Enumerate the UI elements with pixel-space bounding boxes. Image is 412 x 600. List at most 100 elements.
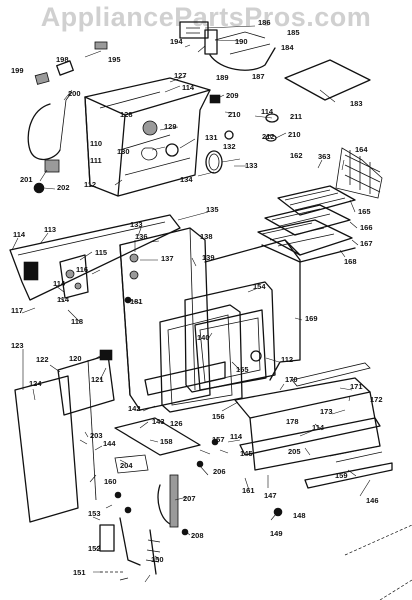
part-label: 206	[213, 467, 226, 476]
part-label: 145	[240, 449, 253, 458]
watermark: AppliancePartsPros.com	[40, 2, 372, 32]
part-label: 184	[281, 43, 294, 52]
part-label: 155	[236, 365, 249, 374]
part-label: 114	[53, 279, 66, 288]
part-label: 114	[230, 432, 243, 441]
part-label: 149	[270, 529, 283, 538]
part-label: 111	[90, 156, 102, 165]
mid-right-hardware	[205, 113, 279, 174]
part-label: 114	[312, 423, 325, 432]
part-label: 144	[103, 439, 116, 448]
part-label: 170	[285, 375, 298, 384]
part-label: 127	[174, 71, 187, 80]
part-label: 124	[29, 379, 42, 388]
part-label: 209	[226, 91, 239, 100]
part-label: 122	[36, 355, 49, 364]
top-panel-183	[284, 59, 371, 101]
part-label: 173	[320, 407, 333, 416]
part-label: 121	[91, 375, 104, 384]
part-label: 178	[286, 417, 299, 426]
part-label: 130	[117, 147, 130, 156]
part-label: 164	[355, 145, 368, 154]
part-label: 189	[216, 73, 229, 82]
part-label: 147	[264, 491, 277, 500]
part-label: 194	[170, 37, 183, 46]
part-label: 167	[360, 239, 373, 248]
part-label: 186	[258, 18, 271, 27]
part-label: 202	[57, 183, 70, 192]
part-label: 113	[44, 225, 57, 234]
part-label: 204	[120, 461, 133, 470]
part-label: 143	[152, 417, 165, 426]
part-label: 118	[71, 317, 84, 326]
part-label: 201	[20, 175, 33, 184]
part-label: 162	[290, 151, 303, 160]
top-left-hardware	[27, 41, 108, 194]
part-label: 146	[366, 496, 379, 505]
part-label: 205	[288, 447, 301, 456]
part-label: 190	[235, 37, 248, 46]
part-label: 168	[344, 257, 357, 266]
part-label: 114	[57, 295, 70, 304]
part-label: 154	[253, 282, 266, 291]
part-label: 198	[56, 55, 69, 64]
part-label: 203	[90, 431, 103, 440]
part-label: 212	[262, 132, 275, 141]
part-label: 187	[252, 72, 265, 81]
part-label: 161	[242, 486, 255, 495]
part-label: 158	[160, 437, 173, 446]
part-label: 152	[88, 544, 101, 553]
part-label: 131	[205, 133, 218, 142]
part-label: 115	[95, 248, 108, 257]
part-label: 114	[13, 230, 26, 239]
part-label: 132	[223, 142, 236, 151]
part-label: 114	[261, 107, 274, 116]
part-label: 208	[191, 531, 204, 540]
range-cabinet	[119, 227, 301, 411]
storage-drawer	[144, 361, 412, 600]
part-label: 123	[11, 341, 24, 350]
part-label: 135	[206, 205, 219, 214]
part-label: 150	[151, 555, 164, 564]
part-label: 138	[200, 232, 213, 241]
part-label: 117	[11, 306, 24, 315]
part-label: 185	[287, 28, 300, 37]
part-label: 140	[197, 333, 210, 342]
part-label: 171	[350, 382, 363, 391]
part-label: 148	[293, 511, 306, 520]
part-label: 183	[350, 99, 363, 108]
part-label: 136	[135, 232, 148, 241]
part-label: 157	[212, 435, 225, 444]
part-label: 112	[84, 180, 97, 189]
part-label: 165	[358, 207, 371, 216]
oven-door	[159, 281, 276, 413]
part-label: 207	[183, 494, 196, 503]
part-label: 159	[335, 471, 348, 480]
part-label: 112	[281, 355, 294, 364]
part-label: 153	[88, 509, 101, 518]
part-label: 210	[288, 130, 301, 139]
part-label: 142	[128, 404, 141, 413]
part-label: 169	[305, 314, 318, 323]
part-label: 181	[130, 297, 143, 306]
part-label: 129	[164, 122, 177, 131]
part-label: 172	[370, 395, 383, 404]
part-label: 110	[90, 139, 103, 148]
part-label: 134	[180, 175, 193, 184]
part-label: 200	[68, 89, 81, 98]
part-label: 156	[212, 412, 225, 421]
part-label: 199	[11, 66, 24, 75]
part-label: 126	[170, 419, 183, 428]
part-label: 211	[290, 112, 303, 121]
part-label: 166	[360, 223, 373, 232]
oven-liner-box	[84, 77, 211, 197]
part-label: 137	[161, 254, 174, 263]
part-label: 139	[202, 253, 215, 262]
part-label: 363	[318, 152, 331, 161]
top-bracket	[179, 21, 276, 104]
part-label: 210	[228, 110, 241, 119]
part-label: 151	[73, 568, 86, 577]
control-panel-backguard	[9, 214, 181, 301]
